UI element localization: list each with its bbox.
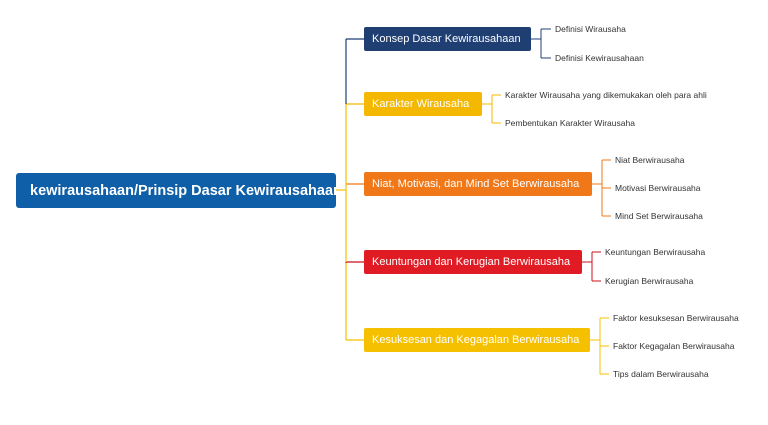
leaf-mind-set[interactable]: Mind Set Berwirausaha xyxy=(615,211,703,221)
leaf-karakter-para-ahli[interactable]: Karakter Wirausaha yang dikemukakan oleh… xyxy=(505,90,707,100)
leaf-faktor-kegagalan[interactable]: Faktor Kegagalan Berwirausaha xyxy=(613,341,735,351)
branch-node-karakter[interactable]: Karakter Wirausaha xyxy=(364,92,482,116)
leaf-motivasi[interactable]: Motivasi Berwirausaha xyxy=(615,183,701,193)
leaf-faktor-kesuksesan[interactable]: Faktor kesuksesan Berwirausaha xyxy=(613,313,739,323)
leaf-definisi-kewirausahaan[interactable]: Definisi Kewirausahaan xyxy=(555,53,644,63)
branch-node-niat-motivasi[interactable]: Niat, Motivasi, dan Mind Set Berwirausah… xyxy=(364,172,592,196)
leaf-tips[interactable]: Tips dalam Berwirausaha xyxy=(613,369,709,379)
branch-label: Niat, Motivasi, dan Mind Set Berwirausah… xyxy=(372,178,580,190)
leaf-keuntungan[interactable]: Keuntungan Berwirausaha xyxy=(605,247,706,257)
leaf-kerugian[interactable]: Kerugian Berwirausaha xyxy=(605,276,694,286)
leaf-niat[interactable]: Niat Berwirausaha xyxy=(615,155,685,165)
branch-label: Keuntungan dan Kerugian Berwirausaha xyxy=(372,256,571,268)
leaf-pembentukan-karakter[interactable]: Pembentukan Karakter Wirausaha xyxy=(505,118,635,128)
branch-label: Konsep Dasar Kewirausahaan xyxy=(372,33,521,45)
root-label: kewirausahaan/Prinsip Dasar Kewirausahaa… xyxy=(30,182,336,199)
root-node[interactable]: kewirausahaan/Prinsip Dasar Kewirausahaa… xyxy=(16,173,336,208)
branch-node-kesuksesan-kegagalan[interactable]: Kesuksesan dan Kegagalan Berwirausaha xyxy=(364,328,590,352)
leaf-definisi-wirausaha[interactable]: Definisi Wirausaha xyxy=(555,24,626,34)
branch-label: Karakter Wirausaha xyxy=(372,98,470,110)
branch-label: Kesuksesan dan Kegagalan Berwirausaha xyxy=(372,334,580,346)
branch-node-konsep-dasar[interactable]: Konsep Dasar Kewirausahaan xyxy=(364,27,531,51)
branch-node-keuntungan-kerugian[interactable]: Keuntungan dan Kerugian Berwirausaha xyxy=(364,250,582,274)
